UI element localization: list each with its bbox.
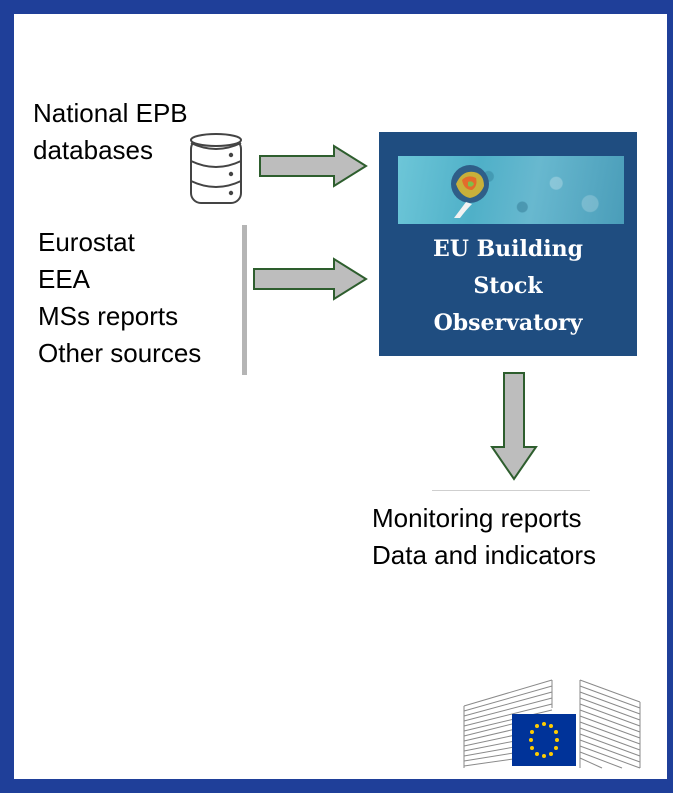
european-commission-logo bbox=[463, 679, 641, 769]
national-epb-label: National EPB databases bbox=[33, 95, 188, 169]
arrow-databases-to-observatory bbox=[259, 144, 368, 188]
output-data-indicators: Data and indicators bbox=[372, 540, 597, 570]
observatory-box: EU Building Stock Observatory bbox=[379, 132, 637, 356]
source-other: Other sources bbox=[38, 338, 202, 368]
output-monitoring-reports: Monitoring reports bbox=[372, 503, 582, 533]
source-eurostat: Eurostat bbox=[38, 227, 135, 257]
outputs-divider bbox=[432, 490, 590, 491]
source-mss-reports: MSs reports bbox=[38, 301, 179, 331]
arrow-observatory-to-outputs bbox=[490, 372, 538, 481]
eu-flag bbox=[512, 714, 576, 766]
sources-separator bbox=[242, 225, 247, 375]
national-epb-line2: databases bbox=[33, 135, 153, 165]
national-epb-line1: National EPB bbox=[33, 98, 188, 128]
observatory-line3: Observatory bbox=[433, 310, 583, 336]
outputs-list: Monitoring reports Data and indicators bbox=[372, 500, 596, 574]
source-eea: EEA bbox=[38, 264, 91, 294]
observatory-line1: EU Building bbox=[432, 236, 584, 262]
arrow-sources-to-observatory bbox=[253, 257, 368, 301]
europe-map-icon bbox=[451, 165, 489, 218]
observatory-line2: Stock bbox=[473, 273, 543, 299]
observatory-title: EU Building Stock Observatory bbox=[379, 231, 637, 342]
database-icon bbox=[190, 133, 242, 204]
sources-list: Eurostat EEA MSs reports Other sources bbox=[38, 224, 201, 372]
observatory-banner-image bbox=[398, 156, 624, 224]
